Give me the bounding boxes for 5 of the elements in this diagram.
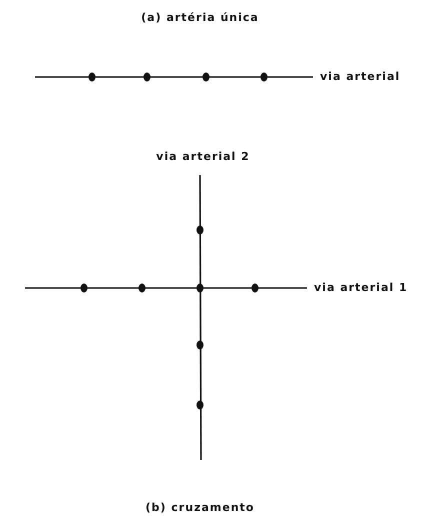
- road-label: via arterial: [320, 70, 400, 84]
- figure-caption: (b) cruzamento: [146, 501, 254, 515]
- figure-caption: (a) artéria única: [141, 11, 259, 25]
- road-label: via arterial 1: [314, 281, 408, 295]
- road-label: via arterial 2: [156, 150, 250, 164]
